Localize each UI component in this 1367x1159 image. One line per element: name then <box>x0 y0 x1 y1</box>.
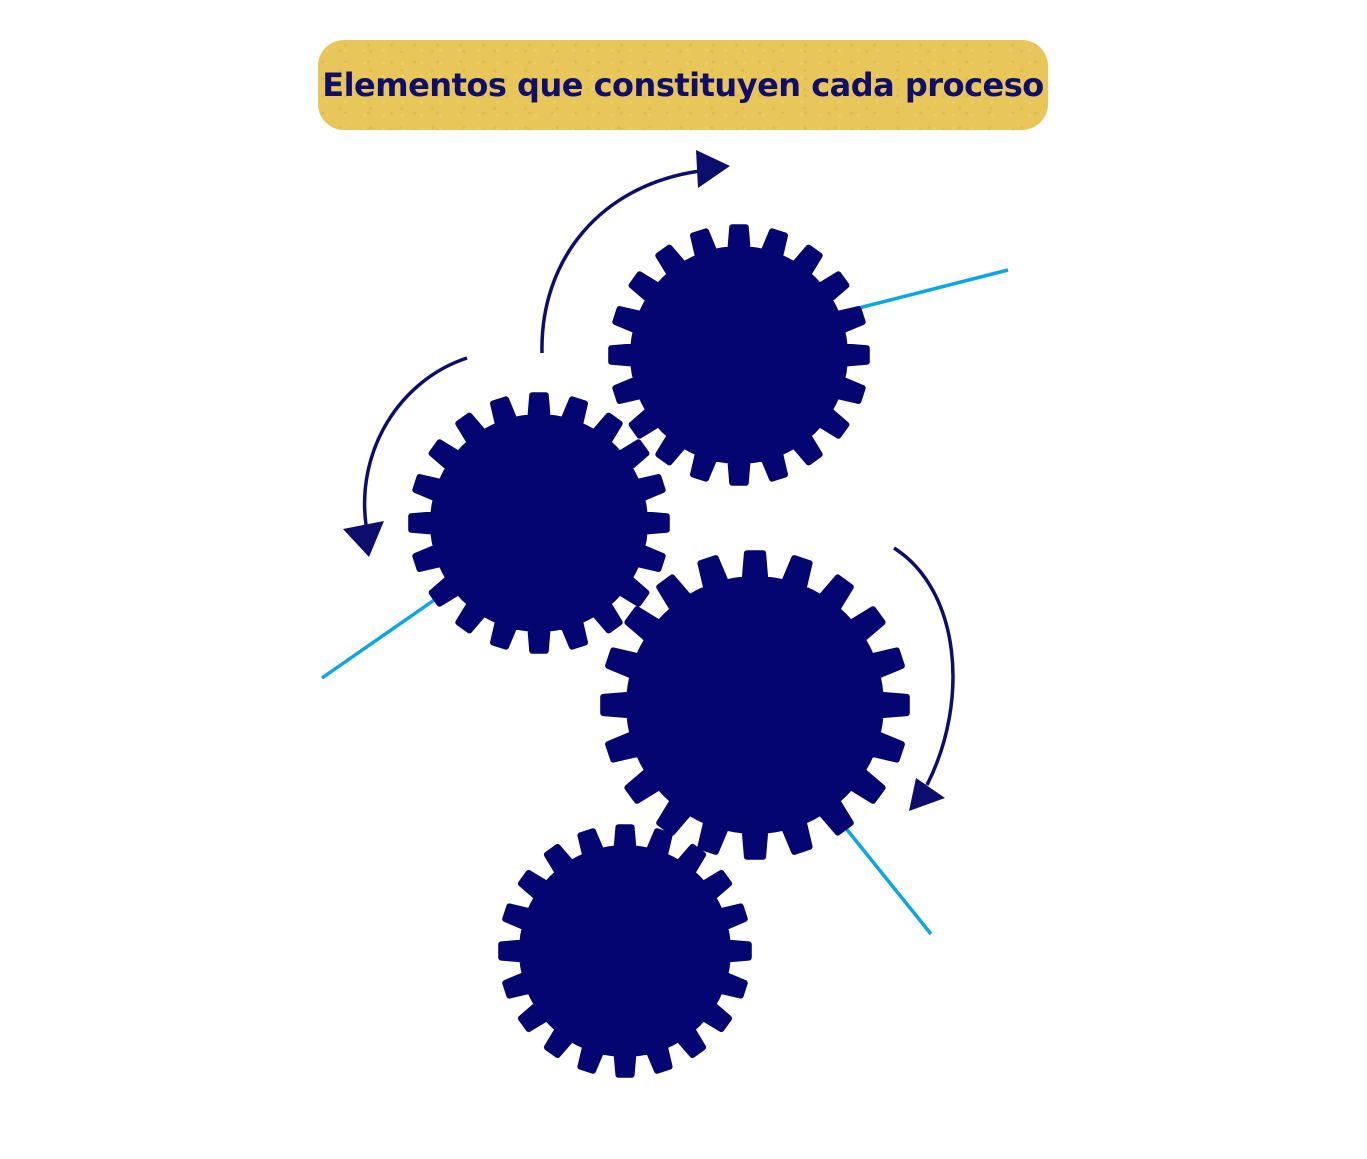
rotation-arrow-right <box>893 546 955 786</box>
gear-top-right <box>608 224 870 486</box>
page-title: Elementos que constituyen cada proceso <box>322 66 1044 104</box>
rotation-arrow-left-head <box>343 521 384 557</box>
title-banner: Elementos que constituyen cada proceso <box>318 40 1048 130</box>
rotation-arrow-top-head <box>696 150 730 188</box>
connector-line-left <box>321 594 441 680</box>
rotation-arrow-left <box>362 356 468 526</box>
gear-large <box>600 550 910 860</box>
gear-bottom <box>498 824 752 1078</box>
gear-middle-left <box>408 392 670 654</box>
rotation-arrow-right-head <box>909 778 945 811</box>
connector-line-top-right <box>834 268 1009 316</box>
banner-texture <box>318 40 1048 130</box>
rotation-arrow-top <box>540 169 701 354</box>
